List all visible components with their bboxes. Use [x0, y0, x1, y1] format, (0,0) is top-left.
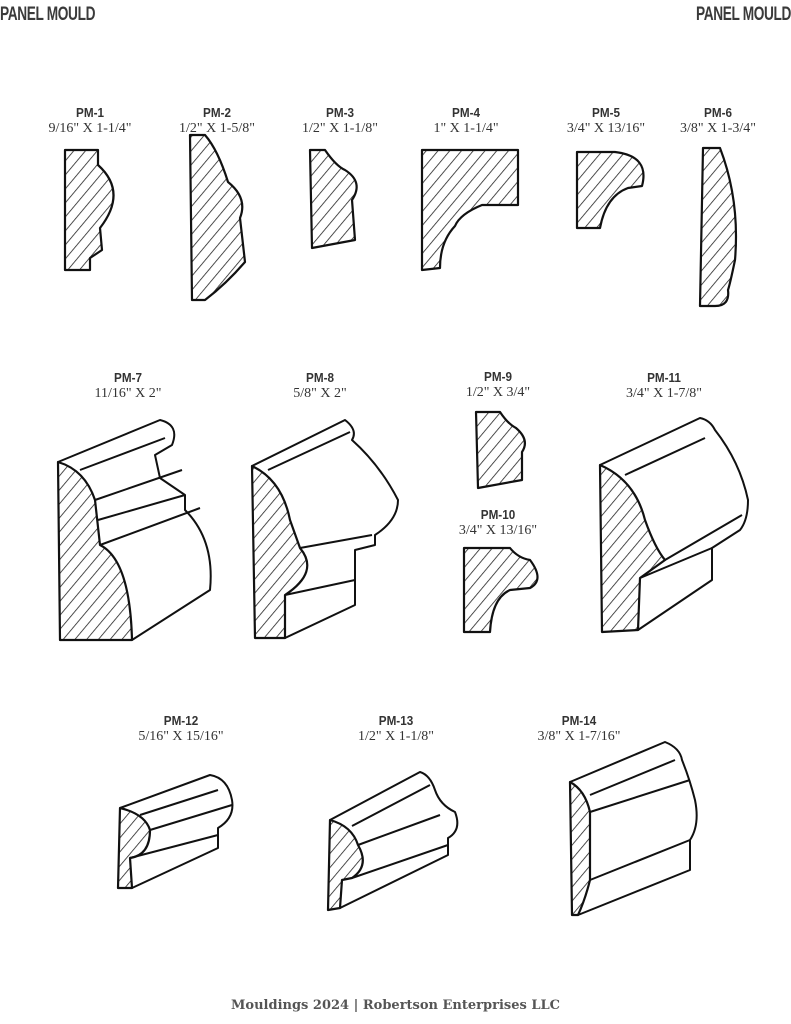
moulding-code: PM-2 [203, 105, 231, 120]
profile-pm5 [575, 150, 645, 230]
moulding-code: PM-10 [480, 507, 516, 522]
page-header-left: PANEL MOULD [0, 4, 96, 25]
profile-pm3 [308, 148, 358, 250]
profile-pm7 [56, 460, 134, 642]
profile-pm6 [698, 146, 738, 308]
moulding-code: PM-5 [592, 105, 620, 120]
moulding-code: PM-13 [378, 713, 414, 728]
moulding-code: PM-7 [114, 370, 142, 385]
moulding-code: PM-8 [306, 370, 334, 385]
moulding-size: 3/8" X 1-3/4" [680, 121, 756, 136]
moulding-size: 1/2" X 1-1/8" [302, 121, 378, 136]
profile-pm10 [462, 546, 539, 634]
profile-pm4 [420, 148, 520, 272]
moulding-code: PM-9 [484, 369, 512, 384]
moulding-size: 5/8" X 2" [293, 386, 347, 401]
profile-pm14 [568, 780, 592, 917]
moulding-size: 5/16" X 15/16" [138, 729, 224, 744]
moulding-size: 9/16" X 1-1/4" [48, 121, 132, 136]
moulding-size: 1/2" X 1-5/8" [179, 121, 255, 136]
moulding-code: PM-11 [647, 370, 681, 385]
moulding-size: 3/4" X 1-7/8" [626, 386, 702, 401]
moulding-size: 1" X 1-1/4" [433, 121, 499, 136]
profile-pm11 [598, 463, 667, 634]
profile-pm12 [116, 806, 152, 890]
moulding-code: PM-6 [704, 105, 732, 120]
profile-pm1 [63, 148, 115, 272]
moulding-size: 1/2" X 3/4" [465, 385, 531, 400]
moulding-size: 1/2" X 1-1/8" [358, 729, 434, 744]
moulding-code: PM-3 [326, 105, 354, 120]
page-header-right: PANEL MOULD [695, 4, 791, 25]
moulding-code: PM-12 [163, 713, 199, 728]
moulding-size: 3/8" X 1-7/16" [537, 729, 621, 744]
moulding-size: 3/4" X 13/16" [458, 523, 538, 538]
profile-pm2 [188, 133, 247, 302]
moulding-code: PM-4 [452, 105, 480, 120]
profile-pm9 [474, 410, 527, 490]
moulding-code: PM-14 [561, 713, 597, 728]
moulding-size: 11/16" X 2" [94, 386, 162, 401]
profile-pm13 [326, 818, 364, 912]
page-footer: Mouldings 2024 | Robertson Enterprises L… [231, 998, 560, 1013]
moulding-code: PM-1 [76, 105, 104, 120]
moulding-size: 3/4" X 13/16" [566, 121, 646, 136]
profile-pm8 [250, 464, 309, 640]
